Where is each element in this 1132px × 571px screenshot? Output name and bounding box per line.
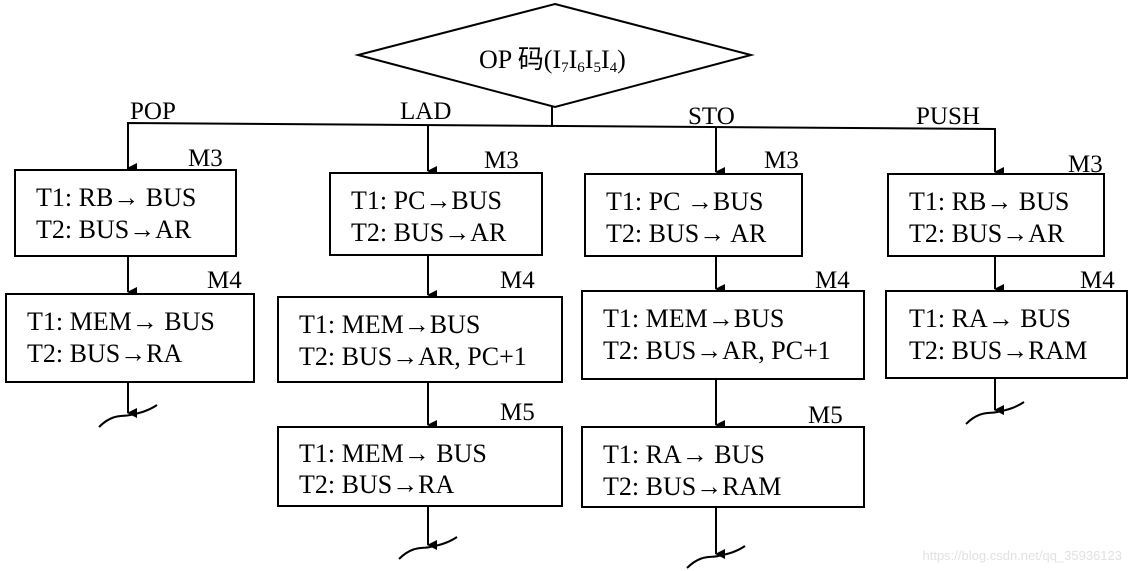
branch-label-pop: POP [130,98,176,125]
state-label-push-m3: M3 [1068,151,1103,178]
pop-m4-t2: T2: BUS→RA [27,339,183,368]
push-m3-t2: T2: BUS→AR [909,219,1065,248]
state-label-sto-m4: M4 [815,267,850,294]
continuation-sto [686,545,746,569]
push-m4-t2: T2: BUS→RAM [909,336,1088,365]
branch-bus-line [127,121,996,169]
lad-m3-t2: T2: BUS→AR [351,218,507,247]
sto-m4-t1: T1: MEM→BUS [603,304,785,333]
state-label-sto-m3: M3 [764,147,799,174]
state-label-pop-m3: M3 [188,145,223,172]
lad-m4-t2: T2: BUS→AR, PC+1 [299,342,527,371]
state-label-lad-m5: M5 [500,399,535,426]
state-box-lad-m4: T1: MEM→BUS T2: BUS→AR, PC+1 [277,296,563,383]
sto-m3-t2: T2: BUS→ AR [606,219,767,248]
pop-m3-t2: T2: BUS→AR [36,215,192,244]
state-box-pop-m4: T1: MEM→ BUS T2: BUS→RA [5,293,255,383]
state-box-sto-m3: T1: PC →BUS T2: BUS→ AR [584,173,803,257]
state-box-lad-m3: T1: PC→BUS T2: BUS→AR [329,172,543,256]
state-label-sto-m5: M5 [808,402,843,429]
sto-m4-t2: T2: BUS→AR, PC+1 [603,336,831,365]
decision-diamond [354,2,755,109]
state-label-lad-m4: M4 [500,267,535,294]
branch-label-push: PUSH [916,103,980,130]
state-box-sto-m5: T1: RA→ BUS T2: BUS→RAM [581,426,865,508]
push-m4-t1: T1: RA→ BUS [909,304,1071,333]
pop-m3-t1: T1: RB→ BUS [36,183,197,212]
decision-label: OP 码(I7I6I5I4) [479,45,626,76]
state-label-push-m4: M4 [1080,267,1115,294]
continuation-lad [398,536,458,560]
lad-m4-t1: T1: MEM→BUS [299,310,481,339]
push-m3-t1: T1: RB→ BUS [909,187,1070,216]
lad-m3-t1: T1: PC→BUS [351,186,502,215]
state-box-push-m4: T1: RA→ BUS T2: BUS→RAM [885,290,1128,379]
sto-m5-t2: T2: BUS→RAM [603,472,782,501]
sto-m5-t1: T1: RA→ BUS [603,440,765,469]
lad-m5-t1: T1: MEM→ BUS [299,439,487,468]
pop-m4-t1: T1: MEM→ BUS [27,307,215,336]
state-label-pop-m4: M4 [207,267,242,294]
state-label-lad-m3: M3 [484,147,519,174]
continuation-push [965,401,1025,425]
branch-label-lad: LAD [400,98,452,125]
sto-m3-t1: T1: PC →BUS [606,187,764,216]
state-box-pop-m3: T1: RB→ BUS T2: BUS→AR [14,169,237,257]
watermark: https://blog.csdn.net/qq_35936123 [922,548,1123,563]
continuation-pop [98,404,158,428]
lad-m5-t2: T2: BUS→RA [299,470,455,499]
state-box-sto-m4: T1: MEM→BUS T2: BUS→AR, PC+1 [581,290,865,380]
branch-label-sto: STO [688,103,735,130]
state-box-push-m3: T1: RB→ BUS T2: BUS→AR [887,173,1105,257]
state-box-lad-m5: T1: MEM→ BUS T2: BUS→RA [277,426,563,507]
